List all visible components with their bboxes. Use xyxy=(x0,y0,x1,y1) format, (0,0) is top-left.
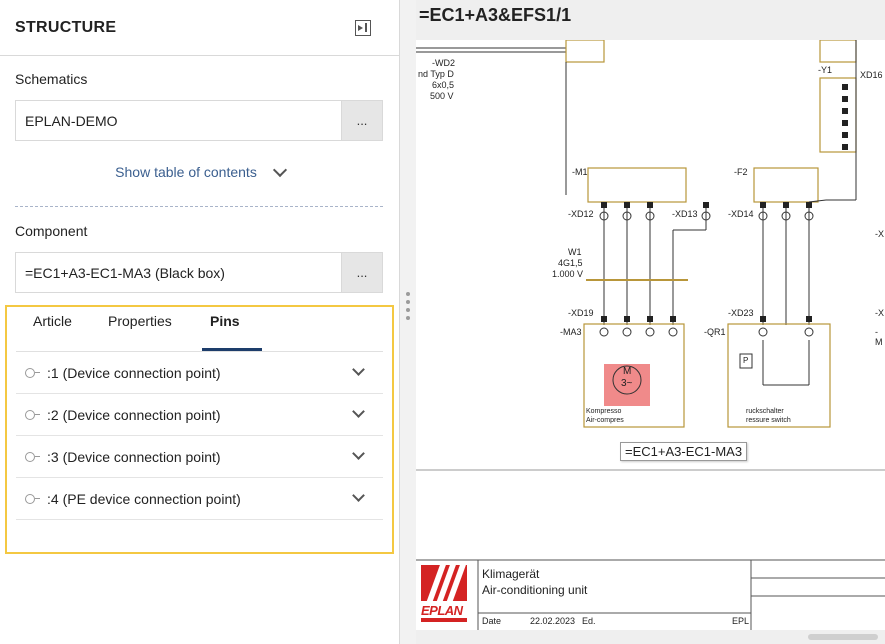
pin-connection-icon xyxy=(25,367,40,378)
tab-article[interactable]: Article xyxy=(33,313,72,329)
label-w1-volt: 1.000 V xyxy=(552,269,584,279)
label-y1: -Y1 xyxy=(818,65,833,75)
chevron-down-icon[interactable] xyxy=(272,162,287,177)
schematics-browse-button[interactable]: ... xyxy=(341,101,382,140)
label-edge-m: -M xyxy=(875,327,883,347)
title-block-line1: Klimagerät xyxy=(482,567,540,581)
chevron-down-icon[interactable] xyxy=(352,363,365,376)
pin-row-3[interactable]: :3 (Device connection point) xyxy=(16,436,383,478)
chevron-down-icon[interactable] xyxy=(352,447,365,460)
component-tooltip: =EC1+A3-EC1-MA3 xyxy=(620,442,748,461)
scrollbar-thumb[interactable] xyxy=(808,634,878,640)
pin-connection-icon xyxy=(25,451,40,462)
structure-header: STRUCTURE xyxy=(0,0,399,56)
drag-handle-dot xyxy=(406,316,410,320)
label-qr1: -QR1 xyxy=(704,327,726,337)
label-xd13: -XD13 xyxy=(672,209,698,219)
pressure-switch-symbol: P xyxy=(743,356,749,365)
drag-handle-dot xyxy=(406,300,410,304)
details-tabs: Article Properties Pins xyxy=(16,307,383,352)
chevron-down-icon[interactable] xyxy=(352,489,365,502)
schematics-input[interactable]: EPLAN-DEMO xyxy=(16,101,341,140)
label-xd19: -XD19 xyxy=(568,308,594,318)
label-w1-type: 4G1,5 xyxy=(558,258,583,268)
panel-splitter[interactable] xyxy=(400,0,416,644)
pin-label: :3 (Device connection point) xyxy=(47,448,221,465)
pin-row-1[interactable]: :1 (Device connection point) xyxy=(16,352,383,394)
chevron-down-icon[interactable] xyxy=(352,405,365,418)
schematic-drawing xyxy=(416,40,885,630)
label-pressure-de: ruckschalter xyxy=(746,408,784,415)
label-edge-x2: -X xyxy=(875,308,884,318)
label-xd12: -XD12 xyxy=(568,209,594,219)
label-xd14: -XD14 xyxy=(728,209,754,219)
motor-symbol-m: M xyxy=(623,366,632,377)
label-compressor: Kompresso xyxy=(586,408,622,415)
show-toc-link[interactable]: Show table of contents xyxy=(115,164,257,180)
drag-handle-dot xyxy=(406,292,410,296)
pin-label: :4 (PE device connection point) xyxy=(47,490,241,507)
component-input[interactable]: =EC1+A3-EC1-MA3 (Black box) xyxy=(16,253,341,292)
schematics-label: Schematics xyxy=(15,71,88,87)
schematic-viewer: =EC1+A3&EFS1/1 xyxy=(416,0,885,644)
label-wd2: -WD2 xyxy=(432,58,455,68)
title-block-ed-label: Ed. xyxy=(582,616,596,626)
label-air-compressor: Air-compres xyxy=(586,417,624,424)
pin-connection-icon xyxy=(25,493,40,504)
title-block-date-label: Date xyxy=(482,616,502,626)
section-divider xyxy=(15,206,383,207)
label-wd2-type: nd Typ D xyxy=(418,69,454,79)
page-title: =EC1+A3&EFS1/1 xyxy=(419,5,572,25)
label-wd2-size: 6x0,5 xyxy=(432,80,455,90)
collapse-panel-icon[interactable] xyxy=(355,19,371,36)
title-block-date-value: 22.02.2023 xyxy=(530,616,576,626)
logo-wordmark: EPLAN xyxy=(421,603,463,618)
title-block-line2: Air-conditioning unit xyxy=(482,583,588,597)
active-tab-indicator xyxy=(202,348,262,351)
label-w1: W1 xyxy=(568,247,582,257)
pin-row-2[interactable]: :2 (Device connection point) xyxy=(16,394,383,436)
label-wd2-volt: 500 V xyxy=(430,91,454,101)
label-pressure-en: ressure switch xyxy=(746,417,791,424)
show-toc-toggle[interactable]: Show table of contents xyxy=(0,160,400,184)
label-xd23: -XD23 xyxy=(728,308,754,318)
label-edge-x1: -X xyxy=(875,229,884,239)
tab-pins[interactable]: Pins xyxy=(210,313,240,329)
pin-connection-icon xyxy=(25,409,40,420)
component-browse-button[interactable]: ... xyxy=(341,253,382,292)
label-xd16: XD16 xyxy=(860,70,883,80)
tab-properties[interactable]: Properties xyxy=(108,313,172,329)
component-field: =EC1+A3-EC1-MA3 (Black box) ... xyxy=(15,252,383,293)
structure-title: STRUCTURE xyxy=(15,18,117,36)
pin-label: :2 (Device connection point) xyxy=(47,406,221,423)
schematic-sheet[interactable]: -WD2 nd Typ D 6x0,5 500 V -Y1 XD16 -M1 -… xyxy=(416,40,885,630)
pin-label: :1 (Device connection point) xyxy=(47,364,221,381)
title-block-epl-label: EPL xyxy=(732,616,750,626)
drag-handle-dot xyxy=(406,308,410,312)
component-label: Component xyxy=(15,223,88,239)
pin-row-4[interactable]: :4 (PE device connection point) xyxy=(16,478,383,520)
component-details-panel: Article Properties Pins :1 (Device conne… xyxy=(5,305,394,554)
eplan-logo: EPLAN xyxy=(421,565,467,625)
label-f2: -F2 xyxy=(734,167,748,177)
structure-panel: STRUCTURE Schematics EPLAN-DEMO ... Show… xyxy=(0,0,400,644)
label-ma3: -MA3 xyxy=(560,327,582,337)
motor-symbol-phase: 3~ xyxy=(621,378,633,389)
schematics-field: EPLAN-DEMO ... xyxy=(15,100,383,141)
horizontal-scrollbar[interactable] xyxy=(416,630,885,644)
label-m1: -M1 xyxy=(572,167,588,177)
